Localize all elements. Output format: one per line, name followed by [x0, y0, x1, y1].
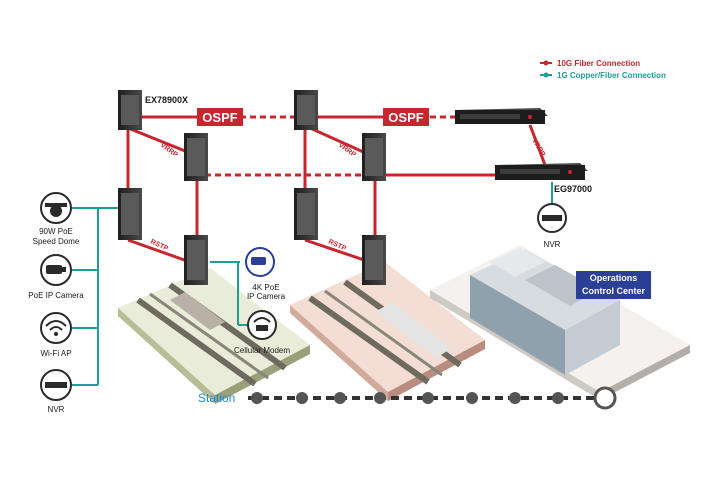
access-switch-middle-bottom — [362, 235, 386, 285]
fiber-links — [126, 115, 547, 264]
protocol-tags: OSPF OSPF VRRP VRRP VRRP RSTP RSTP — [149, 108, 546, 253]
station-platform-left — [118, 268, 310, 404]
control-center-block — [430, 245, 690, 400]
core-switch-left — [118, 90, 142, 130]
access-switch-left-top — [118, 188, 142, 240]
legend: 10G Fiber Connection 1G Copper/Fiber Con… — [540, 59, 666, 80]
nvr-top-icon — [537, 203, 567, 233]
edge-label-wifi: Wi-Fi AP — [40, 349, 71, 358]
vrrp-tag-right: VRRP — [530, 138, 546, 159]
gateway-label: EG97000 — [554, 184, 592, 194]
core-switch-label: EX78900X — [145, 95, 188, 105]
aggregation-switch-middle — [362, 133, 386, 181]
core-switch-middle — [294, 90, 318, 130]
camera-4k-label-2: IP Camera — [247, 292, 286, 301]
wifi-ap-icon — [40, 312, 72, 344]
cellular-modem-icon — [247, 310, 277, 340]
edge-label-dome-2: Speed Dome — [33, 237, 80, 246]
camera-4k-icon — [245, 247, 275, 277]
station-platform-middle — [290, 262, 485, 401]
ospf-right-tag: OSPF — [388, 110, 423, 125]
ospf-left-tag: OSPF — [202, 110, 237, 125]
access-switch-left-bottom — [184, 235, 208, 285]
aggregation-switch-left — [184, 133, 208, 181]
occ-line-2: Control Center — [582, 286, 645, 296]
rack-gateway-top — [455, 108, 548, 124]
nvr-icon — [40, 369, 72, 401]
operations-control-center-label: Operations Control Center — [576, 271, 651, 299]
edge-label-nvr: NVR — [48, 405, 65, 414]
edge-label-ipcam: PoE IP Camera — [28, 291, 84, 300]
station-label: Station — [198, 391, 235, 405]
camera-4k-label-1: 4K PoE — [252, 283, 279, 292]
legend-fiber-label: 10G Fiber Connection — [557, 59, 640, 68]
occ-line-1: Operations — [589, 273, 638, 283]
station-track: Station — [198, 386, 617, 410]
dome-camera-icon — [40, 192, 72, 224]
nvr-top-label: NVR — [544, 240, 561, 249]
legend-copper-label: 1G Copper/Fiber Connection — [557, 71, 666, 80]
edge-label-dome-1: 90W PoE — [39, 227, 73, 236]
copper-links — [72, 182, 553, 386]
access-switch-middle-top — [294, 188, 318, 240]
cellular-modem-label: Cellular Modem — [234, 346, 290, 355]
ip-camera-icon — [40, 254, 72, 286]
rack-gateway-bottom — [495, 163, 588, 180]
